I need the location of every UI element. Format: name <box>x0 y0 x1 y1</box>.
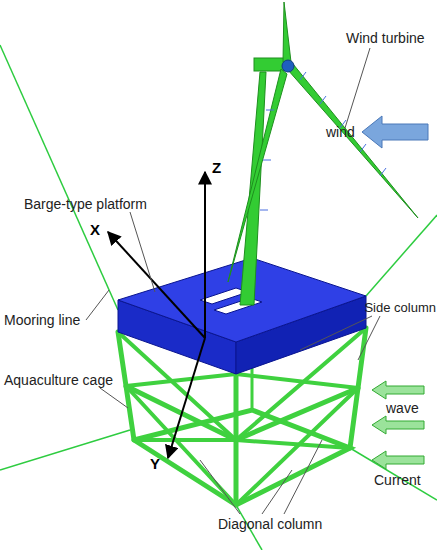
x-axis <box>108 232 205 338</box>
mooring-line <box>0 45 118 310</box>
leader-line <box>130 212 155 292</box>
load-vector <box>263 160 271 161</box>
diagonal-column <box>134 438 236 442</box>
load-vector <box>260 210 268 211</box>
axis-label: Z <box>212 160 221 176</box>
diagonal-column <box>236 440 350 448</box>
part-label: Barge-type platform <box>24 196 147 212</box>
wind-turbine <box>228 2 418 305</box>
part-label: Side column <box>364 300 436 316</box>
mooring-lines <box>0 45 437 550</box>
leader-line <box>200 460 240 514</box>
part-label: Diagonal column <box>218 516 322 532</box>
y-axis <box>168 338 205 458</box>
leader-line <box>358 316 380 360</box>
mooring-line <box>366 215 437 296</box>
cage-horizontal <box>236 388 358 440</box>
load-vector <box>360 144 366 152</box>
part-label: Wind turbine <box>346 30 425 46</box>
wave-arrow <box>372 416 424 434</box>
turbine-blade <box>288 64 418 218</box>
wave-arrow <box>372 381 424 399</box>
leader-lines <box>86 48 380 514</box>
mooring-line <box>0 430 130 470</box>
turbine-blade <box>283 2 291 62</box>
turbine-nacelle <box>254 58 284 71</box>
part-label: Aquaculture cage <box>4 372 113 388</box>
current-arrow <box>372 451 424 469</box>
load-vectors <box>260 72 386 210</box>
axis-label: Y <box>150 456 160 472</box>
wind-arrow <box>362 116 428 148</box>
load-vector <box>320 96 326 104</box>
load-vector <box>300 72 306 80</box>
part-label: Current <box>374 472 421 488</box>
part-label: Mooring line <box>4 312 80 328</box>
part-label: wave <box>386 400 419 416</box>
leader-line <box>345 48 370 128</box>
axis-label: X <box>90 222 100 238</box>
mooring-line <box>350 448 437 500</box>
leader-line <box>284 440 322 514</box>
leader-line <box>86 290 109 320</box>
turbine-blade <box>228 69 287 282</box>
load-vector <box>266 110 274 111</box>
moon-pool-slot <box>214 298 262 314</box>
diagonal-column <box>236 388 358 505</box>
barge-platform <box>118 258 366 374</box>
diagonal-column <box>126 374 236 386</box>
z-axis <box>204 172 206 338</box>
turbine-hub <box>282 60 294 72</box>
leader-line <box>100 388 128 408</box>
load-vector <box>380 168 386 176</box>
coordinate-axes <box>108 172 205 458</box>
leader-line <box>300 316 372 350</box>
part-label: wind <box>326 124 355 140</box>
wave-current-arrows <box>372 381 424 469</box>
